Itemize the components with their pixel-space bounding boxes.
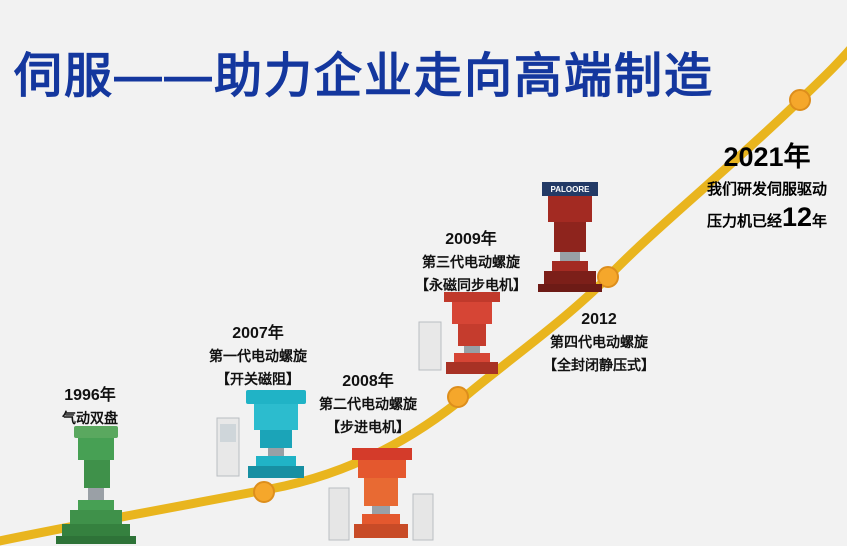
machine-2008-image (328, 448, 434, 541)
milestone-label: 第三代电动螺旋 (422, 254, 520, 270)
milestone-sublabel: 【步进电机】 (326, 419, 410, 435)
highlight-years-count: 12 (781, 202, 813, 232)
milestone-year: 2009年 (445, 231, 497, 248)
milestone-1996: 1996年 气动双盘 (30, 384, 150, 430)
highlight-line1: 我们研发伺服驱动 (706, 181, 827, 198)
milestone-sublabel: 【开关磁阻】 (216, 371, 300, 387)
milestone-year: 2008年 (342, 373, 394, 390)
milestone-2021: 2021年 我们研发伺服驱动 压力机已经12年 (688, 140, 846, 237)
highlight-line2-suffix: 年 (812, 213, 828, 230)
milestone-sublabel: 【全封闭静压式】 (543, 357, 655, 373)
milestone-year: 2012 (581, 311, 617, 328)
milestone-sublabel: 【永磁同步电机】 (415, 277, 527, 293)
highlight-year: 2021年 (723, 142, 811, 172)
milestone-dot-2008 (447, 386, 469, 408)
milestone-dot-2021 (789, 89, 811, 111)
milestone-dot-2012 (597, 266, 619, 288)
milestone-label: 气动双盘 (62, 410, 118, 426)
milestone-year: 1996年 (64, 387, 116, 404)
machine-2007-image (216, 390, 306, 478)
machine-2012-image: PALOORE (538, 182, 602, 292)
growth-curve-path (0, 46, 847, 546)
machine-2012-brand: PALOORE (551, 185, 591, 194)
milestone-label: 第二代电动螺旋 (319, 396, 417, 412)
milestone-dot-2007 (253, 481, 275, 503)
machine-2009-image (418, 292, 500, 374)
milestone-2012: 2012 第四代电动螺旋 【全封闭静压式】 (530, 308, 668, 377)
machine-1996-image (56, 426, 136, 544)
highlight-line2: 压力机已经12年 (688, 202, 846, 237)
milestone-label: 第一代电动螺旋 (209, 348, 307, 364)
highlight-line2-prefix: 压力机已经 (706, 213, 782, 230)
milestone-2009: 2009年 第三代电动螺旋 【永磁同步电机】 (405, 228, 537, 297)
milestone-2007: 2007年 第一代电动螺旋 【开关磁阻】 (195, 322, 321, 391)
milestone-label: 第四代电动螺旋 (550, 334, 648, 350)
page-title: 伺服——助力企业走向高端制造 (14, 50, 715, 103)
milestone-year: 2007年 (232, 325, 284, 342)
milestone-2008: 2008年 第二代电动螺旋 【步进电机】 (305, 370, 431, 439)
